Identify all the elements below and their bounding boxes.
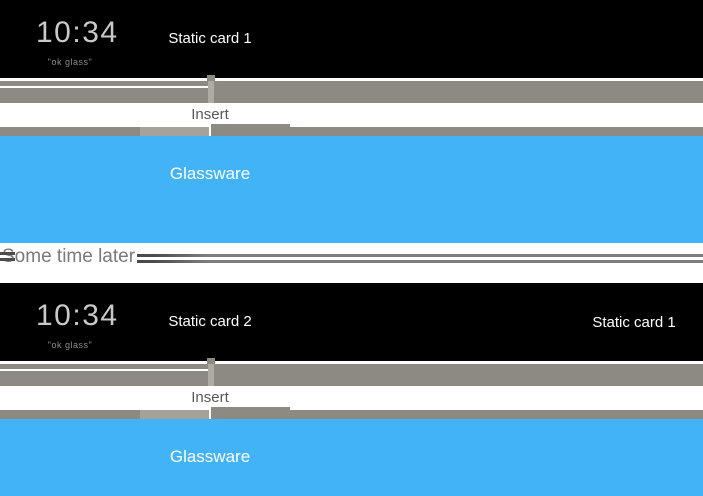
timeline-bar-lower-left [0,88,208,103]
timeline-bar-right [214,364,703,386]
timeline-bar-bottom [0,127,703,136]
timeline-bar-upper-left [0,81,208,86]
insertion-point-line [208,81,214,103]
insertion-point-line [208,364,214,386]
insert-row: Insert [0,103,703,127]
glassware-card: Glassware [0,419,703,496]
timeline-bar-bottom-gap [209,410,211,419]
divider-label: Some time later [2,246,136,267]
insert-label: Insert [191,106,229,123]
timeline-bar-upper-left [0,364,208,369]
insertion-point-tab [207,75,215,81]
glassware-label: Glassware [169,447,251,466]
insertion-point-tab [207,358,215,364]
static-card-2-label: Static card 2 [168,313,252,330]
timeline-state-2: 10:34 "ok glass" Static card 2 Static ca… [0,283,703,496]
static-card-1-label: Static card 1 [592,314,676,331]
divider-line-left-bottom [0,258,15,261]
timeline-bar-lower-left [0,371,208,386]
timeline-bar-bottom-inserted-segment [211,407,290,411]
divider-line-right-top [137,254,703,257]
timeline-bar-bottom-gap [209,127,211,136]
timeline-state-1: 10:34 "ok glass" Static card 1 Insert Gl… [0,0,703,243]
glassware-card: Glassware [0,136,703,243]
divider-line-right-bottom [137,260,703,263]
timeline-bar-right [214,81,703,103]
home-card-clock: 10:34 [36,299,119,332]
timeline-card-strip: 10:34 "ok glass" Static card 1 [0,0,703,78]
home-card-clock: 10:34 [36,16,119,49]
timeline-bar-bottom [0,410,703,419]
glassware-label: Glassware [169,164,251,183]
home-card-hotword: "ok glass" [47,340,93,350]
timeline-bar-bottom-light-segment [140,410,209,419]
timeline-card-strip: 10:34 "ok glass" Static card 2 Static ca… [0,283,703,361]
insert-label: Insert [191,389,229,406]
divider-line-left-top [0,252,15,255]
home-card-hotword: "ok glass" [47,57,93,67]
insert-row: Insert [0,386,703,410]
some-time-later-divider: Some time later [0,243,703,283]
static-card-1-label: Static card 1 [168,30,252,47]
timeline-bar-bottom-light-segment [140,127,209,136]
timeline-bar-bottom-inserted-segment [211,124,290,128]
